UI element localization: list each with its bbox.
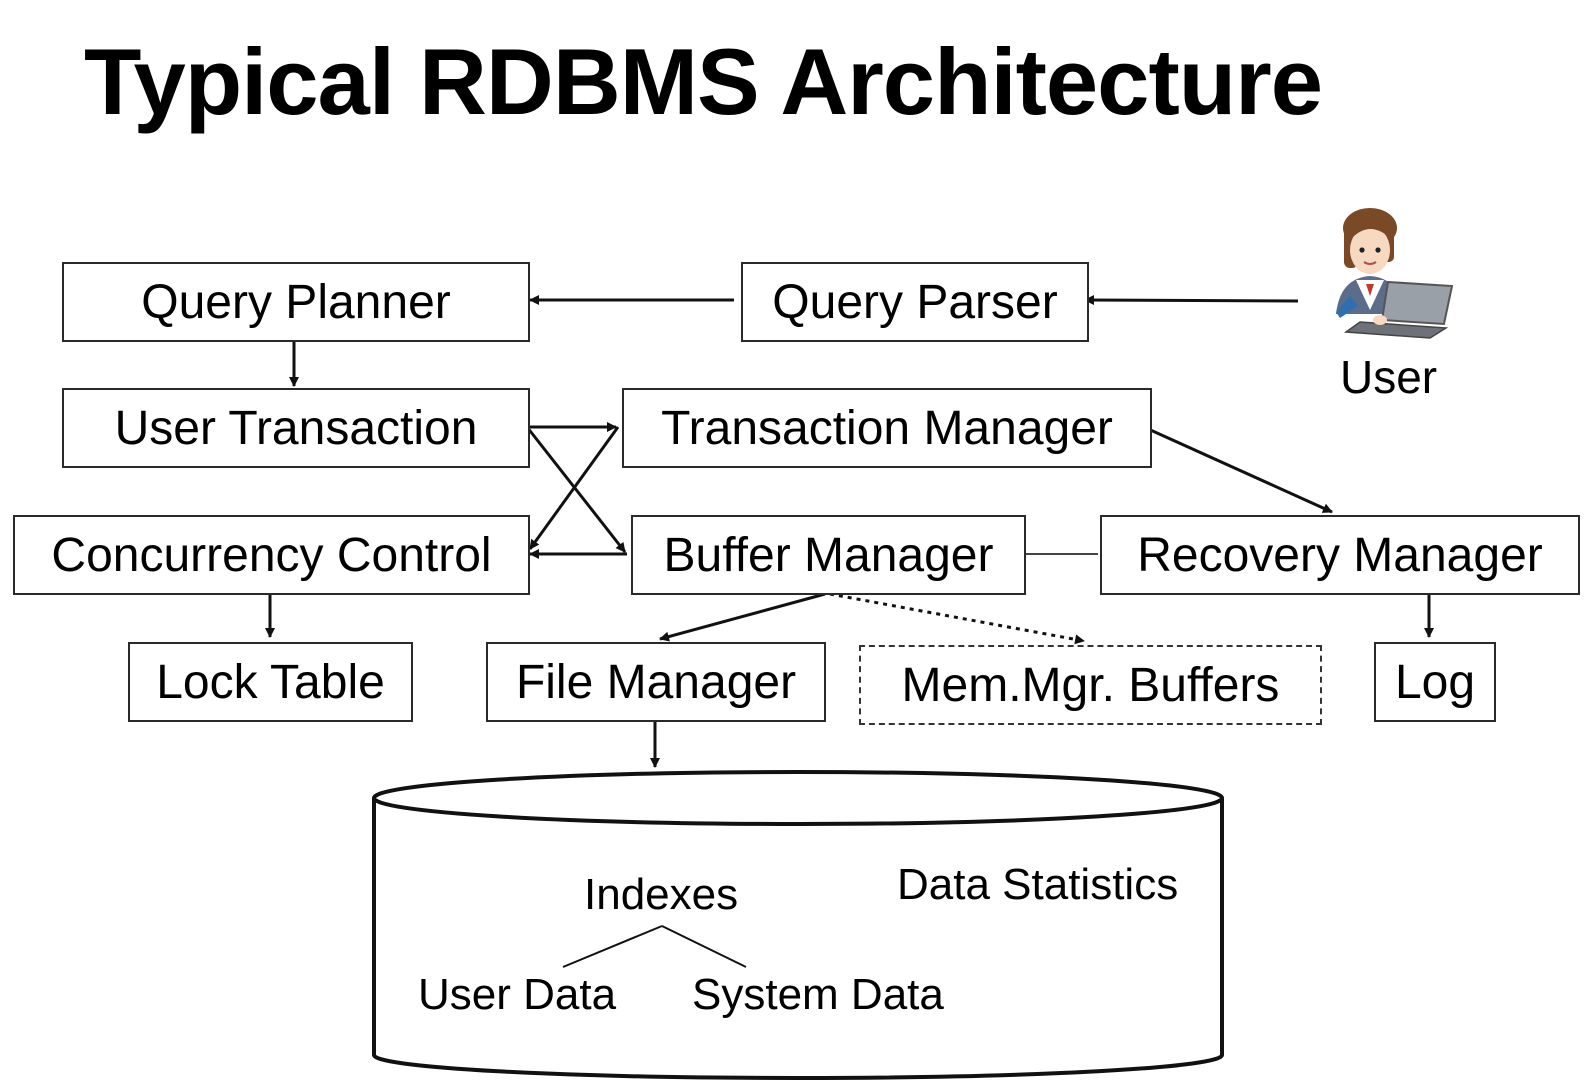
arrow-user-to-parser [1084,295,1299,306]
transaction-manager-label: Transaction Manager [661,401,1113,455]
recovery-manager-box: Recovery Manager [1100,515,1580,595]
buffer-manager-label: Buffer Manager [663,528,994,582]
user-at-laptop-icon [1336,208,1454,339]
mem-mgr-buffers-label: Mem.Mgr. Buffers [901,658,1280,712]
transaction-manager-box: Transaction Manager [622,388,1152,468]
query-parser-box: Query Parser [741,262,1089,342]
indexes-label: Indexes [584,870,739,919]
user-transaction-box: User Transaction [62,388,530,468]
arrow-transaction-manager-to-recovery-manager [1145,426,1333,514]
arrow-transaction-manager-to-concurrency-control [528,426,620,550]
concurrency-control-box: Concurrency Control [13,515,530,595]
query-planner-label: Query Planner [141,275,451,329]
query-planner-box: Query Planner [62,262,530,342]
log-label: Log [1394,655,1476,709]
storage-cylinder [372,770,1224,1080]
lock-table-label: Lock Table [156,655,385,709]
query-parser-label: Query Parser [772,275,1058,329]
buffer-manager-box: Buffer Manager [631,515,1026,595]
page-title: Typical RDBMS Architecture [84,29,1323,134]
file-manager-label: File Manager [515,655,797,709]
concurrency-control-label: Concurrency Control [51,528,492,582]
user-data-label: User Data [418,970,617,1019]
index-branch-left [562,925,663,968]
lock-table-box: Lock Table [128,642,413,722]
index-branch-right [661,925,747,968]
user-label: User [1340,351,1438,403]
data-statistics-label: Data Statistics [897,860,1179,909]
arrow-user-transaction-to-buffer-manager [525,426,627,553]
file-manager-box: File Manager [486,642,826,722]
log-box: Log [1374,642,1496,722]
system-data-label: System Data [692,970,944,1019]
mem-mgr-buffers-box: Mem.Mgr. Buffers [859,645,1322,725]
arrow-buffer-manager-to-file-manager [659,592,826,642]
recovery-manager-label: Recovery Manager [1137,528,1543,582]
arrow-buffer-manager-to-mem-buffers [829,592,1085,645]
user-transaction-label: User Transaction [114,401,478,455]
